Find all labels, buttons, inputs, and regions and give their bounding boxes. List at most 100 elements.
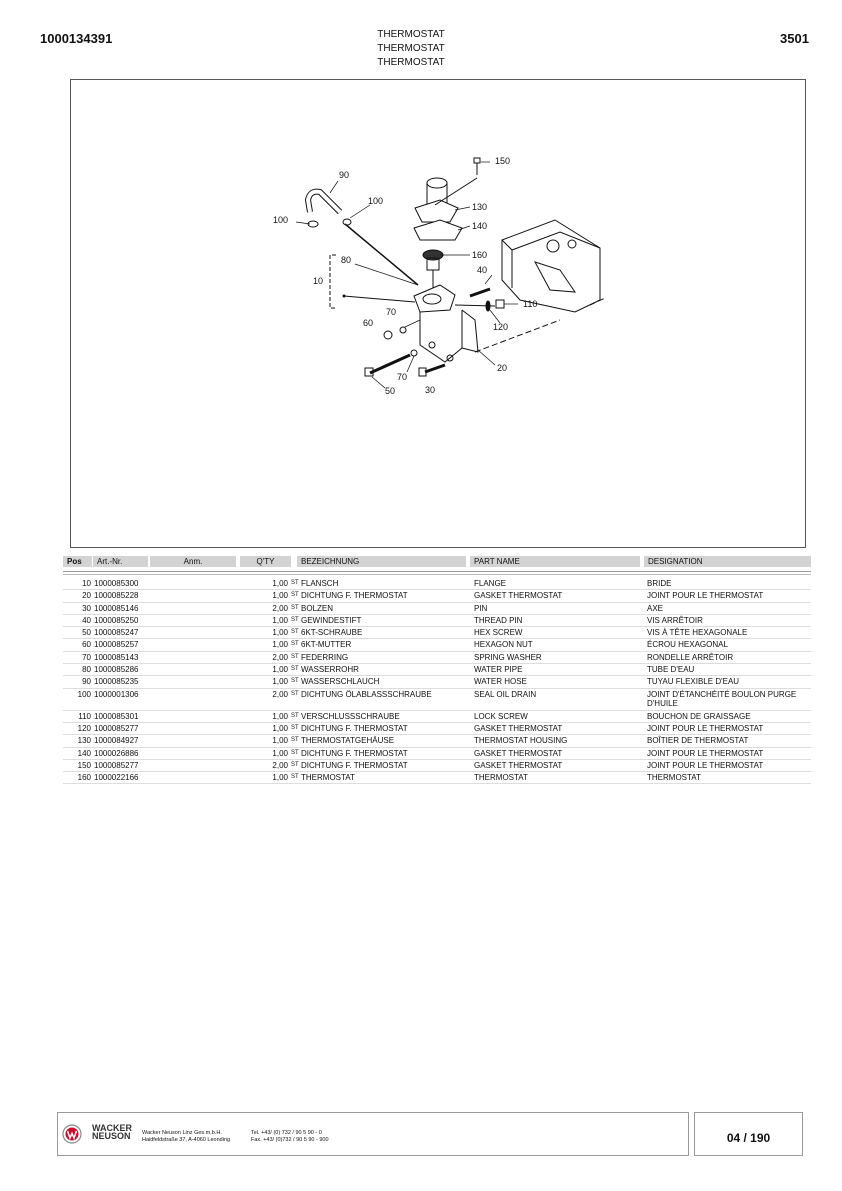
cell-art: 1000085257 xyxy=(94,640,139,650)
telephone: Tel. +43/ (0) 732 / 90 5 90 - 0 xyxy=(251,1130,322,1136)
title-fr: THERMOSTAT xyxy=(377,57,445,68)
cell-des: ÉCROU HEXAGONAL xyxy=(647,640,728,650)
callout-30: 30 xyxy=(425,385,436,395)
cell-part: THERMOSTAT xyxy=(474,773,528,783)
cell-des: BOUCHON DE GRAISSAGE xyxy=(647,711,751,721)
cell-des: AXE xyxy=(647,603,664,613)
cell-pos: 30 xyxy=(82,603,91,613)
fax: Fax. +43/ (0)732 / 90 5 90 - 900 xyxy=(251,1137,329,1143)
brand-neuson: NEUSON xyxy=(92,1131,131,1141)
callout-110: 110 xyxy=(523,299,538,309)
cell-part: THREAD PIN xyxy=(474,615,523,625)
callout-70-lower: 70 xyxy=(397,372,408,382)
cell-pos: 110 xyxy=(78,711,91,721)
cell-des: JOINT POUR LE THERMOSTAT xyxy=(647,591,764,601)
cell-bez: DICHTUNG F. THERMOSTAT xyxy=(301,748,408,758)
cell-qty: 1,00 xyxy=(272,748,288,758)
cell-des: VIS À TÊTE HEXAGONALE xyxy=(647,628,748,638)
cell-unit: ST xyxy=(291,690,299,697)
cell-unit: ST xyxy=(291,761,299,768)
cell-art: 1000084927 xyxy=(94,736,139,746)
cell-bez: THERMOSTATGEHÄUSE xyxy=(301,736,395,746)
callout-70-upper: 70 xyxy=(386,307,397,317)
cell-qty: 1,00 xyxy=(272,736,288,746)
cell-unit: ST xyxy=(291,592,299,599)
cell-qty: 1,00 xyxy=(272,579,288,588)
cell-art: 1000022166 xyxy=(94,773,139,783)
cell-art: 1000085143 xyxy=(94,652,139,662)
callout-10: 10 xyxy=(313,276,324,286)
cell-qty: 2,00 xyxy=(272,603,288,613)
cell-pos: 60 xyxy=(82,640,91,650)
cell-art: 1000085250 xyxy=(94,615,139,625)
page-code: 3501 xyxy=(780,31,809,46)
cell-bez: GEWINDESTIFT xyxy=(301,615,362,625)
cell-unit: ST xyxy=(291,712,299,719)
wacker-neuson-logo-icon xyxy=(62,1124,82,1144)
cell-part: PIN xyxy=(474,603,488,613)
header-divider xyxy=(63,571,811,575)
cell-art: 1000085247 xyxy=(94,628,139,638)
cell-part: LOCK SCREW xyxy=(474,711,528,721)
cell-pos: 80 xyxy=(82,665,91,675)
cell-pos: 140 xyxy=(77,748,91,758)
cell-des: VIS ARRÊTOIR xyxy=(647,615,703,625)
cell-des: JOINT POUR LE THERMOSTAT xyxy=(647,748,764,758)
cell-des: TUBE D'EAU xyxy=(647,665,695,675)
cell-des: JOINT D'ÉTANCHÉITÉ BOULON PURGE D'HUILE xyxy=(647,689,797,708)
cell-bez: BOLZEN xyxy=(301,603,334,613)
callout-100-right: 100 xyxy=(368,196,384,206)
document-number: 1000134391 xyxy=(40,31,113,46)
cell-part: GASKET THERMOSTAT xyxy=(474,723,563,733)
cell-pos: 40 xyxy=(82,615,91,625)
diagram-frame xyxy=(70,79,806,548)
cell-part: GASKET THERMOSTAT xyxy=(474,591,563,601)
callout-60: 60 xyxy=(363,318,374,328)
cell-qty: 1,00 xyxy=(272,591,288,601)
cell-unit: ST xyxy=(291,666,299,673)
cell-pos: 50 xyxy=(82,628,91,638)
cell-part: FLANGE xyxy=(474,579,507,588)
header-anm: Anm. xyxy=(150,556,236,567)
cell-pos: 10 xyxy=(82,579,91,588)
cell-des: JOINT POUR LE THERMOSTAT xyxy=(647,723,764,733)
callout-160: 160 xyxy=(472,250,488,260)
cell-part: GASKET THERMOSTAT xyxy=(474,760,563,770)
cell-qty: 1,00 xyxy=(272,628,288,638)
cell-art: 1000001306 xyxy=(94,689,139,699)
callout-50: 50 xyxy=(385,386,396,396)
cell-pos: 90 xyxy=(82,677,91,687)
cell-bez: WASSERROHR xyxy=(301,665,359,675)
cell-part: WATER PIPE xyxy=(474,665,523,675)
cell-pos: 160 xyxy=(77,773,91,783)
cell-bez: DICHTUNG F. THERMOSTAT xyxy=(301,760,408,770)
callout-100-left: 100 xyxy=(273,215,289,225)
cell-qty: 1,00 xyxy=(272,773,288,783)
header-bezeichnung: BEZEICHNUNG xyxy=(297,556,466,567)
cell-bez: WASSERSCHLAUCH xyxy=(301,677,380,687)
cell-pos: 130 xyxy=(77,736,91,746)
cell-des: BRIDE xyxy=(647,579,672,588)
cell-des: THERMOSTAT xyxy=(647,773,701,783)
cell-bez: FEDERRING xyxy=(301,652,349,662)
cell-qty: 1,00 xyxy=(272,640,288,650)
header-designation: DESIGNATION xyxy=(644,556,811,567)
cell-part: GASKET THERMOSTAT xyxy=(474,748,563,758)
footer: WACKER NEUSON Wacker Neuson Linz Ges.m.b… xyxy=(57,1112,689,1156)
cell-art: 1000026886 xyxy=(94,748,139,758)
cell-unit: ST xyxy=(291,678,299,685)
